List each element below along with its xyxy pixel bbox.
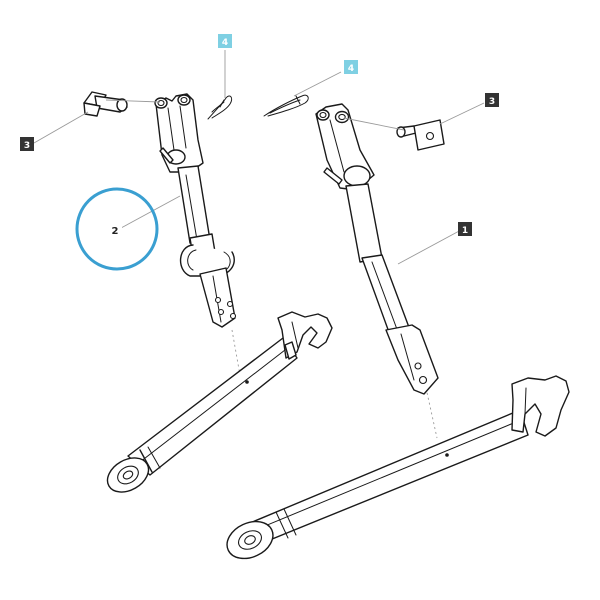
lower-link-arm-right [226, 375, 570, 560]
callout-2-label: 2 [112, 226, 119, 237]
callout-1-label: 1 [462, 226, 468, 236]
alignment-lines [231, 329, 438, 439]
callout-3-right[interactable]: 3 [485, 93, 499, 107]
callout-4-left-label: 4 [222, 38, 228, 48]
pin-right [396, 119, 445, 151]
lower-link-arm-left [106, 311, 333, 493]
callout-4-right-label: 4 [348, 64, 354, 74]
highlight-circle [75, 187, 159, 271]
pin-left [83, 91, 128, 117]
turnbuckle-left [154, 93, 237, 328]
callout-4-left[interactable]: 4 [218, 34, 232, 48]
callout-2[interactable]: 2 [108, 223, 122, 237]
leader-lines [33, 50, 485, 265]
turnbuckle-right [315, 103, 439, 395]
spring-clip-left [207, 95, 233, 120]
callout-3-right-label: 3 [489, 97, 495, 107]
spring-clip-right [263, 94, 309, 117]
callout-3-left-label: 3 [24, 141, 30, 151]
callout-4-right[interactable]: 4 [344, 60, 358, 74]
callout-3-left[interactable]: 3 [20, 137, 34, 151]
callout-1[interactable]: 1 [458, 222, 472, 236]
